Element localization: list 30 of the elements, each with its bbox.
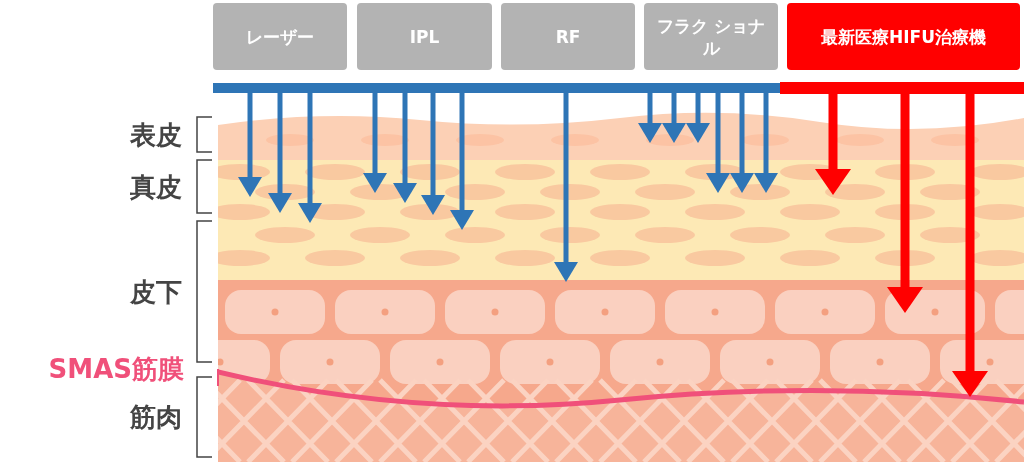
arrow xyxy=(450,93,474,230)
arrow xyxy=(421,93,445,215)
arrow xyxy=(706,93,730,193)
treatment-box: RF xyxy=(501,3,635,70)
arrow xyxy=(754,93,778,193)
arrow xyxy=(298,93,322,223)
leader-line xyxy=(217,368,219,387)
arrow xyxy=(363,93,387,193)
layer-label: 真皮 xyxy=(130,170,182,204)
arrow xyxy=(952,94,988,397)
arrow xyxy=(686,93,710,143)
layer-label: 表皮 xyxy=(130,118,182,152)
layer-label: 筋肉 xyxy=(130,401,182,434)
arrow xyxy=(554,93,578,282)
arrow xyxy=(815,94,851,195)
arrow xyxy=(393,93,417,203)
emitter-bar xyxy=(780,82,1024,94)
treatment-box: レーザー xyxy=(213,3,347,70)
treatment-box: IPL xyxy=(357,3,492,70)
arrow xyxy=(638,93,662,143)
arrow xyxy=(662,93,686,143)
treatment-box: 最新医療HIFU治療機 xyxy=(787,3,1020,70)
treatment-box: フラク ショナル xyxy=(644,3,778,70)
arrow xyxy=(238,93,262,197)
arrow xyxy=(268,93,292,213)
layer-label: 皮下 xyxy=(130,275,182,309)
emitter-bar xyxy=(213,83,780,93)
arrow xyxy=(730,93,754,193)
arrow xyxy=(887,94,923,313)
layer-label: SMAS筋膜 xyxy=(0,352,184,386)
